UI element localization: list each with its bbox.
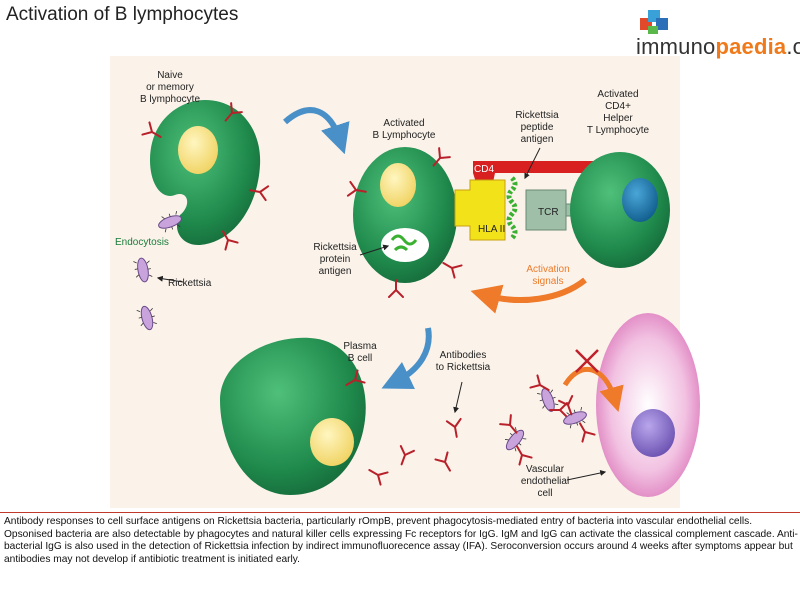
opsonised-bacterium: [499, 414, 533, 466]
label-t-line2: CD4+: [605, 101, 631, 112]
vascular-endothelial-cell: [596, 313, 700, 497]
free-antibodies: [394, 417, 465, 476]
label-naive-line2: or memory: [146, 82, 194, 93]
naive-b-cell: [141, 100, 270, 251]
label-signals-line1: Activation: [526, 264, 569, 275]
label-t-line1: Activated: [597, 89, 638, 100]
label-antibodies-line2: to Rickettsia: [436, 362, 491, 373]
label-naive-line3: B lymphocyte: [140, 94, 200, 105]
opsonised-bacterium: [558, 395, 596, 443]
page-title: Activation of B lymphocytes: [6, 4, 239, 25]
activated-b-nucleus: [380, 163, 416, 207]
endothelial-nucleus: [631, 409, 675, 457]
label-plasma-line2: B cell: [348, 353, 372, 364]
blocked-entry-arrow-icon: [562, 366, 624, 413]
activated-b-cell: [346, 147, 463, 298]
progress-arrow-icon: [283, 107, 350, 155]
pointer-antibodies: [453, 381, 463, 414]
pointer-protein: [359, 244, 390, 256]
hla-ii-molecule: [454, 179, 506, 241]
pointer-peptide: [524, 147, 541, 180]
label-t-line3: Helper: [603, 113, 633, 124]
label-activated-b-line2: B Lymphocyte: [373, 130, 436, 141]
label-endocytosis: Endocytosis: [115, 237, 169, 248]
label-protein-line3: antigen: [319, 266, 352, 277]
figure-caption: Antibody responses to cell surface antig…: [4, 516, 798, 565]
rickettsia-bacterium: [135, 303, 159, 333]
rickettsia-bacterium: [132, 256, 154, 284]
label-t-line4: T Lymphocyte: [587, 125, 650, 136]
plasma-b-cell: [220, 337, 389, 495]
label-endo-line2: endothelial: [521, 476, 569, 487]
t-cell-nucleus: [622, 178, 658, 222]
label-cd4: CD4: [474, 164, 494, 175]
differentiation-arrow-icon: [381, 327, 432, 390]
label-peptide-line2: peptide: [521, 122, 554, 133]
activated-t-cell: [570, 152, 670, 268]
naive-nucleus: [178, 126, 218, 174]
label-protein-line1: Rickettsia: [313, 242, 357, 253]
logo-wordmark: immunopaedia.org: [636, 34, 800, 59]
label-tcr: TCR: [538, 207, 559, 218]
peptide-antigen: [506, 176, 518, 240]
label-antibodies-line1: Antibodies: [440, 350, 487, 361]
pointer-rickettsia: [156, 275, 184, 283]
label-peptide-line1: Rickettsia: [515, 110, 559, 121]
label-hla: HLA II: [478, 224, 505, 235]
protein-antigen-vesicle: [381, 228, 429, 262]
label-signals-line2: signals: [532, 276, 563, 287]
label-endo-line3: cell: [537, 488, 552, 499]
label-rickettsia: Rickettsia: [168, 278, 212, 289]
logo-cubes-icon: [640, 10, 668, 34]
plasma-nucleus: [310, 418, 354, 466]
opsonised-bacterium: [529, 374, 568, 418]
activation-arrow-icon: [470, 277, 587, 314]
label-plasma-line1: Plasma: [343, 341, 377, 352]
label-protein-line2: protein: [320, 254, 351, 265]
immunopaedia-logo: [640, 10, 668, 34]
caption-divider: [0, 512, 800, 513]
label-naive-line1: Naive: [157, 70, 183, 81]
pointer-endothelial: [566, 470, 607, 481]
label-endo-line1: Vascular: [526, 464, 565, 475]
label-peptide-line3: antigen: [521, 134, 554, 145]
block-x-icon: [575, 349, 599, 373]
label-activated-b-line1: Activated: [383, 118, 424, 129]
b-cell-activation-diagram: Naive or memory B lymphocyte Endocytosis…: [115, 70, 700, 499]
